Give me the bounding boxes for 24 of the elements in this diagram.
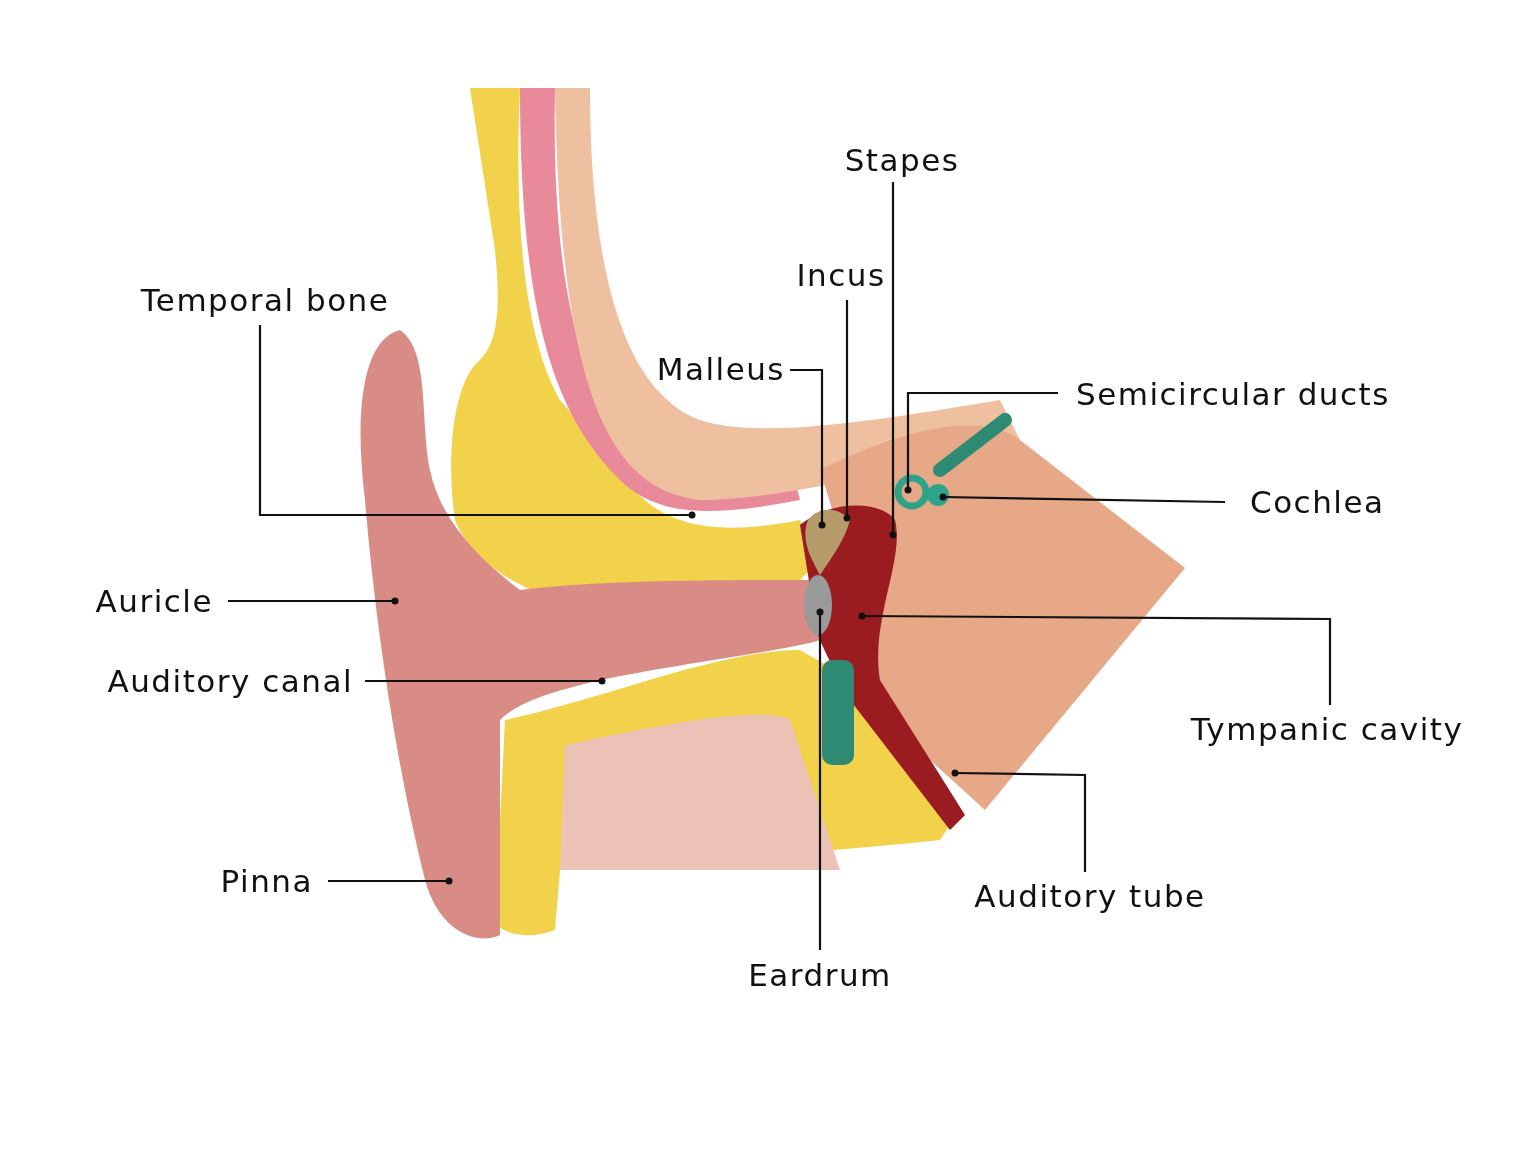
leader-line — [951, 769, 1087, 872]
part-label: Eardrum — [748, 955, 892, 995]
part-label: Semicircular ducts — [1076, 374, 1390, 414]
part-label: Tympanic cavity — [1190, 709, 1464, 749]
part-label: Cochlea — [1250, 482, 1385, 522]
part-label: Stapes — [844, 140, 960, 180]
part-label: Auditory tube — [974, 876, 1206, 916]
leader-line — [258, 325, 696, 519]
part-label: Malleus — [656, 349, 785, 389]
leader-line — [843, 300, 851, 522]
leader-line — [858, 612, 1332, 705]
leader-line — [889, 182, 897, 539]
leader-line — [790, 368, 826, 529]
part-label: Pinna — [220, 861, 313, 901]
part-label: Temporal bone — [140, 280, 390, 320]
leader-line — [816, 608, 824, 950]
leader-line — [939, 493, 1225, 504]
leader-line — [365, 677, 606, 685]
part-label: Auditory canal — [107, 661, 353, 701]
leader-line — [904, 391, 1058, 494]
leader-line — [328, 877, 453, 885]
leader-line — [228, 597, 399, 605]
part-label: Auricle — [95, 581, 213, 621]
part-label: Incus — [796, 255, 886, 295]
